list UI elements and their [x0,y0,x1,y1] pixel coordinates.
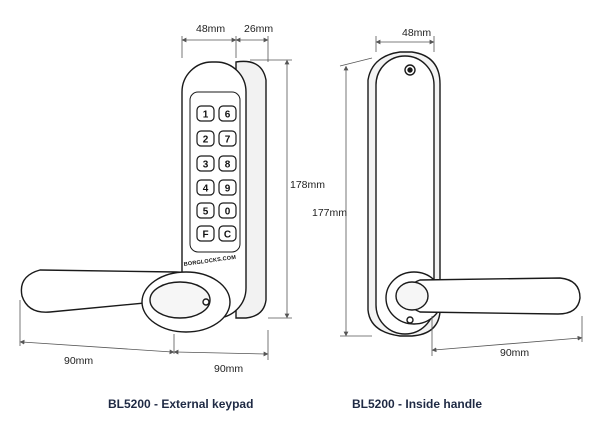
key-label: 9 [225,184,231,195]
key-label: 5 [203,207,209,218]
key-1[interactable] [196,105,215,122]
dim-right-lever-length: 90mm [500,347,529,359]
key-0[interactable] [218,202,237,219]
key-4[interactable] [196,179,215,196]
inside-lever-collar [395,281,429,311]
key-5[interactable] [196,202,215,219]
inside-lever-arm [405,277,581,315]
key-label: 2 [203,135,209,146]
key-3[interactable] [196,155,215,172]
key-label: 1 [203,110,209,121]
lever-rose-inner [149,281,211,319]
dim-left-height: 178mm [290,179,325,191]
inside-lever-screw [406,316,414,324]
key-label: F [202,230,208,241]
key-label: 8 [225,160,231,171]
key-label: 0 [225,207,231,218]
key-9[interactable] [218,179,237,196]
right-dimension-lines [339,36,583,356]
dim-left-lever-length: 90mm [64,355,93,367]
caption-external-keypad: BL5200 - External keypad [108,397,254,411]
key-C[interactable] [218,225,237,242]
inside-plate-screw-inner [407,67,413,73]
key-label: 4 [203,184,209,195]
key-label: C [224,230,231,241]
inside-plate-front [375,55,435,335]
caption-inside-handle: BL5200 - Inside handle [352,397,483,411]
key-F[interactable] [196,225,215,242]
inside-handle-unit [367,51,441,337]
key-6[interactable] [218,105,237,122]
dim-right-height: 177mm [312,207,347,219]
keypad-key-labels: 1 6 2 7 3 8 4 9 5 0 F C [202,110,231,241]
external-lever-handle [20,269,231,333]
left-dimension-lines [19,36,292,360]
key-2[interactable] [196,130,215,147]
dim-left-lever-depth: 90mm [214,363,243,375]
inside-lever-handle [385,271,581,325]
key-label: 7 [225,135,231,146]
dim-left-depth: 26mm [244,23,273,35]
key-label: 3 [203,160,209,171]
key-7[interactable] [218,130,237,147]
dim-right-width: 48mm [402,27,431,39]
key-label: 6 [225,110,231,121]
lever-screw [202,298,210,306]
keypad-keys [196,105,237,242]
dim-left-width: 48mm [196,23,225,35]
key-8[interactable] [218,155,237,172]
